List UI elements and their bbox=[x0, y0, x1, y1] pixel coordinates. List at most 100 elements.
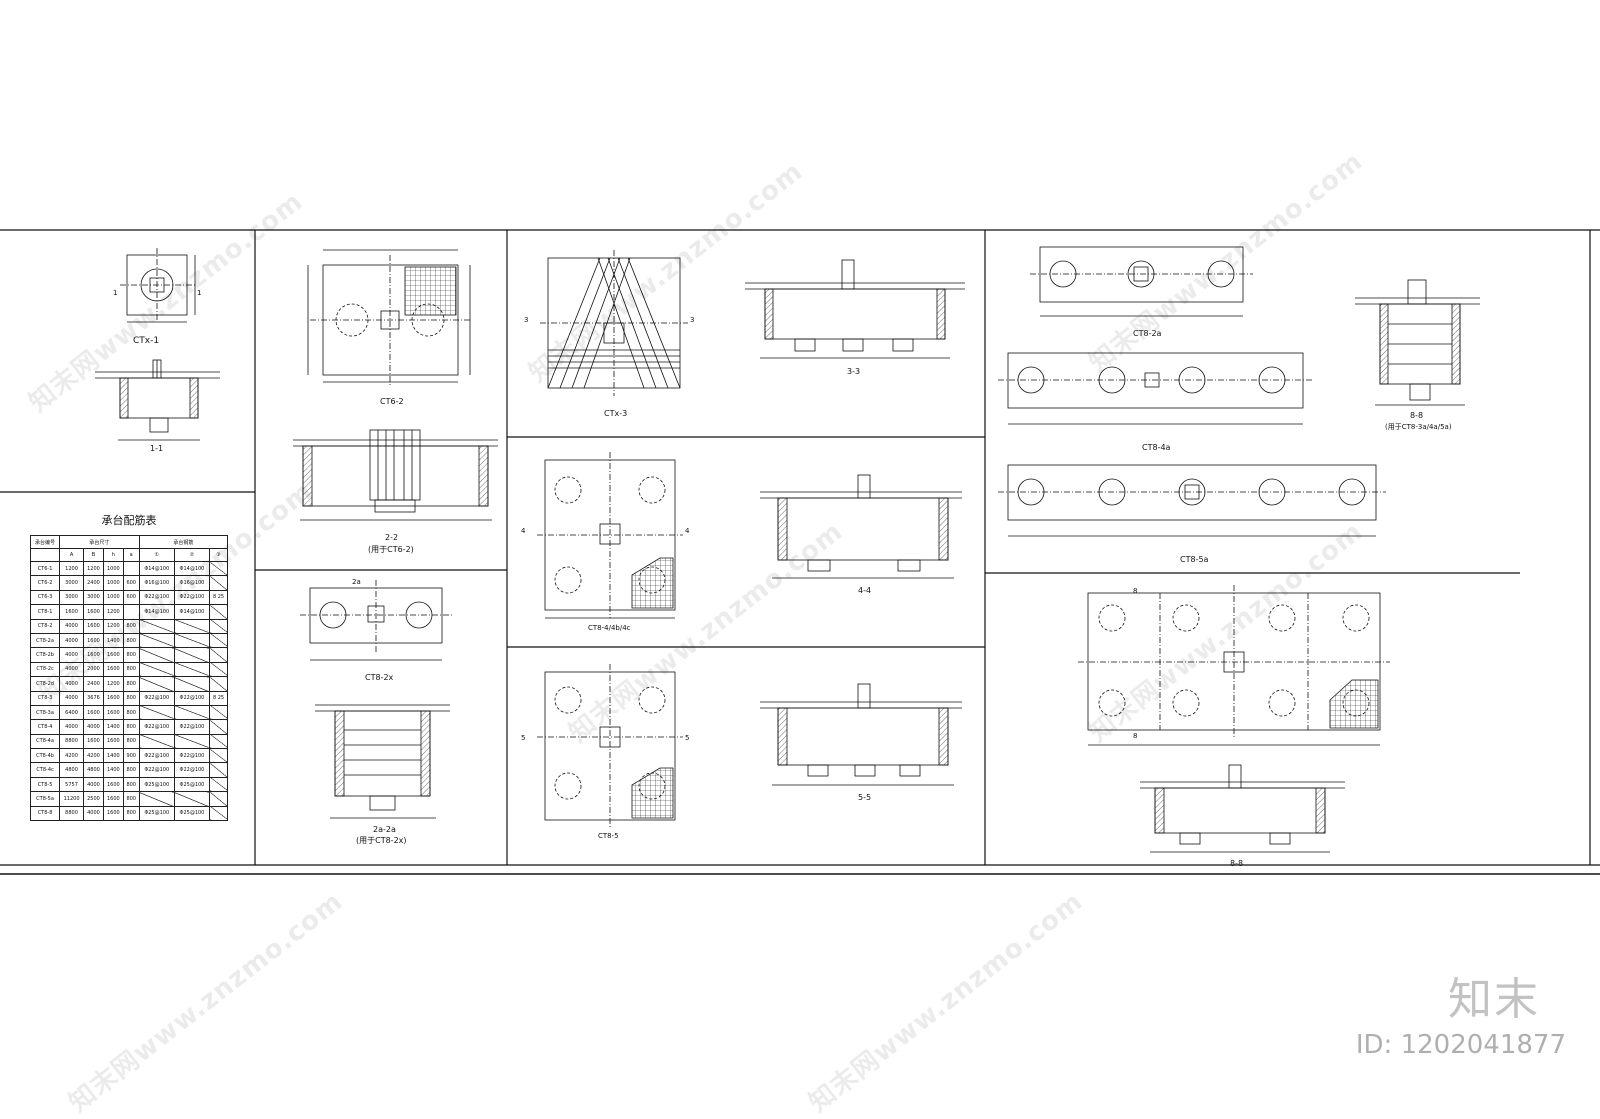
section-mark-3: 3 bbox=[524, 316, 528, 324]
table-cell: Φ25@100 bbox=[173, 805, 211, 822]
table-cell bbox=[209, 661, 228, 678]
section-4-4 bbox=[760, 474, 962, 579]
section-mark-4: 4 bbox=[521, 527, 526, 535]
table-cell: Φ22@100 bbox=[173, 719, 211, 735]
section-mark-1: 1 bbox=[197, 289, 201, 297]
table-cell bbox=[138, 733, 175, 750]
table-cell: 800 bbox=[122, 647, 140, 663]
ct8-2a-title: CT8-2a bbox=[1133, 329, 1162, 338]
section-mark-4: 4 bbox=[685, 527, 690, 535]
table-cell: CT8-3a bbox=[29, 704, 61, 721]
table-cell: 3000 bbox=[59, 589, 84, 606]
section-2a-2a-title: 2a-2a bbox=[373, 825, 396, 834]
table-cell: 800 bbox=[122, 719, 140, 735]
table-cell bbox=[209, 762, 228, 778]
table-cell: Φ22@100 bbox=[138, 762, 175, 778]
ct8-5a-plan bbox=[998, 464, 1386, 537]
ctx1-title: CTx-1 bbox=[133, 336, 159, 346]
table-cell: 800 bbox=[122, 676, 140, 692]
section-mark-5: 5 bbox=[685, 734, 689, 742]
section-3-3 bbox=[745, 259, 965, 359]
table-cell: 1600 bbox=[102, 776, 124, 793]
table-cell: 1600 bbox=[83, 647, 104, 663]
table-cell bbox=[138, 661, 175, 678]
table-cell: 4000 bbox=[83, 776, 104, 793]
table-cell: 8800 bbox=[59, 733, 84, 750]
table-cell: 2500 bbox=[83, 791, 104, 807]
table-cell: Φ22@100 bbox=[173, 589, 211, 606]
table-cell: CT8-4c bbox=[29, 762, 61, 778]
table-cell: CT8-5 bbox=[29, 776, 61, 793]
table-cell: Φ14@100 bbox=[138, 604, 175, 620]
table-cell: Φ22@100 bbox=[138, 719, 175, 735]
table-cell: CT8-2b bbox=[29, 647, 61, 663]
table-cell: 8 25 bbox=[209, 690, 228, 706]
table-cell bbox=[209, 733, 228, 750]
table-cell bbox=[138, 647, 175, 663]
table-cell: CT8-2c bbox=[29, 661, 61, 678]
table-cell: 1600 bbox=[102, 661, 124, 678]
section-2-2 bbox=[293, 429, 498, 521]
section-1-1 bbox=[95, 359, 220, 441]
section-2-2-note: (用于CT6-2) bbox=[368, 545, 414, 554]
table-cell: 2000 bbox=[83, 661, 104, 678]
table-cell: 800 bbox=[122, 776, 140, 793]
section-2-2-title: 2-2 bbox=[385, 533, 398, 542]
table-cell: 1000 bbox=[102, 589, 124, 606]
table-cell bbox=[209, 748, 228, 764]
table-cell: Φ16@100 bbox=[173, 575, 211, 591]
table-cell: 1600 bbox=[102, 647, 124, 663]
table-cell bbox=[122, 560, 140, 577]
table-cell: 800 bbox=[122, 805, 140, 822]
table-cell: Φ14@100 bbox=[173, 604, 211, 620]
table-cell: CT8-1 bbox=[29, 604, 61, 620]
table-cell: 6400 bbox=[59, 704, 84, 721]
table-cell: 4000 bbox=[83, 719, 104, 735]
table-cell bbox=[122, 604, 140, 620]
section-8-8-a-title: 8-8 bbox=[1410, 411, 1423, 420]
table-cell: CT8-4b bbox=[29, 748, 61, 764]
section-1-1-title: 1-1 bbox=[150, 444, 163, 453]
table-cell: 3000 bbox=[83, 589, 104, 606]
section-mark-2a: 2a bbox=[352, 578, 361, 586]
section-2a-2a bbox=[315, 704, 450, 819]
table-cell: 1600 bbox=[102, 733, 124, 750]
table-cell: 1600 bbox=[59, 604, 84, 620]
section-3-3-title: 3-3 bbox=[847, 367, 860, 376]
table-cell: CT8-8 bbox=[29, 805, 61, 822]
table-header-cell: 承台尺寸 bbox=[59, 535, 140, 549]
watermark-logo: 知末 bbox=[1448, 974, 1540, 1025]
table-cell: 1400 bbox=[102, 719, 124, 735]
ct8-2a-plan bbox=[1030, 246, 1253, 317]
table-header-cell bbox=[29, 548, 61, 562]
table-cell: 4800 bbox=[83, 762, 104, 778]
table-cell bbox=[209, 704, 228, 721]
table-cell: 1600 bbox=[102, 791, 124, 807]
table-cell: Φ16@100 bbox=[138, 575, 175, 591]
table-cell: 1400 bbox=[102, 762, 124, 778]
table-cell bbox=[209, 618, 228, 634]
table-cell: 800 bbox=[122, 733, 140, 750]
table-cell: 800 bbox=[122, 618, 140, 634]
table-cell bbox=[209, 776, 228, 793]
table-cell bbox=[209, 791, 228, 807]
ctx1-plan bbox=[120, 248, 196, 323]
table-cell: CT6-3 bbox=[29, 589, 61, 606]
table-cell: 4000 bbox=[59, 647, 84, 663]
table-cell: 2400 bbox=[83, 575, 104, 591]
table-cell: Φ22@100 bbox=[138, 748, 175, 764]
